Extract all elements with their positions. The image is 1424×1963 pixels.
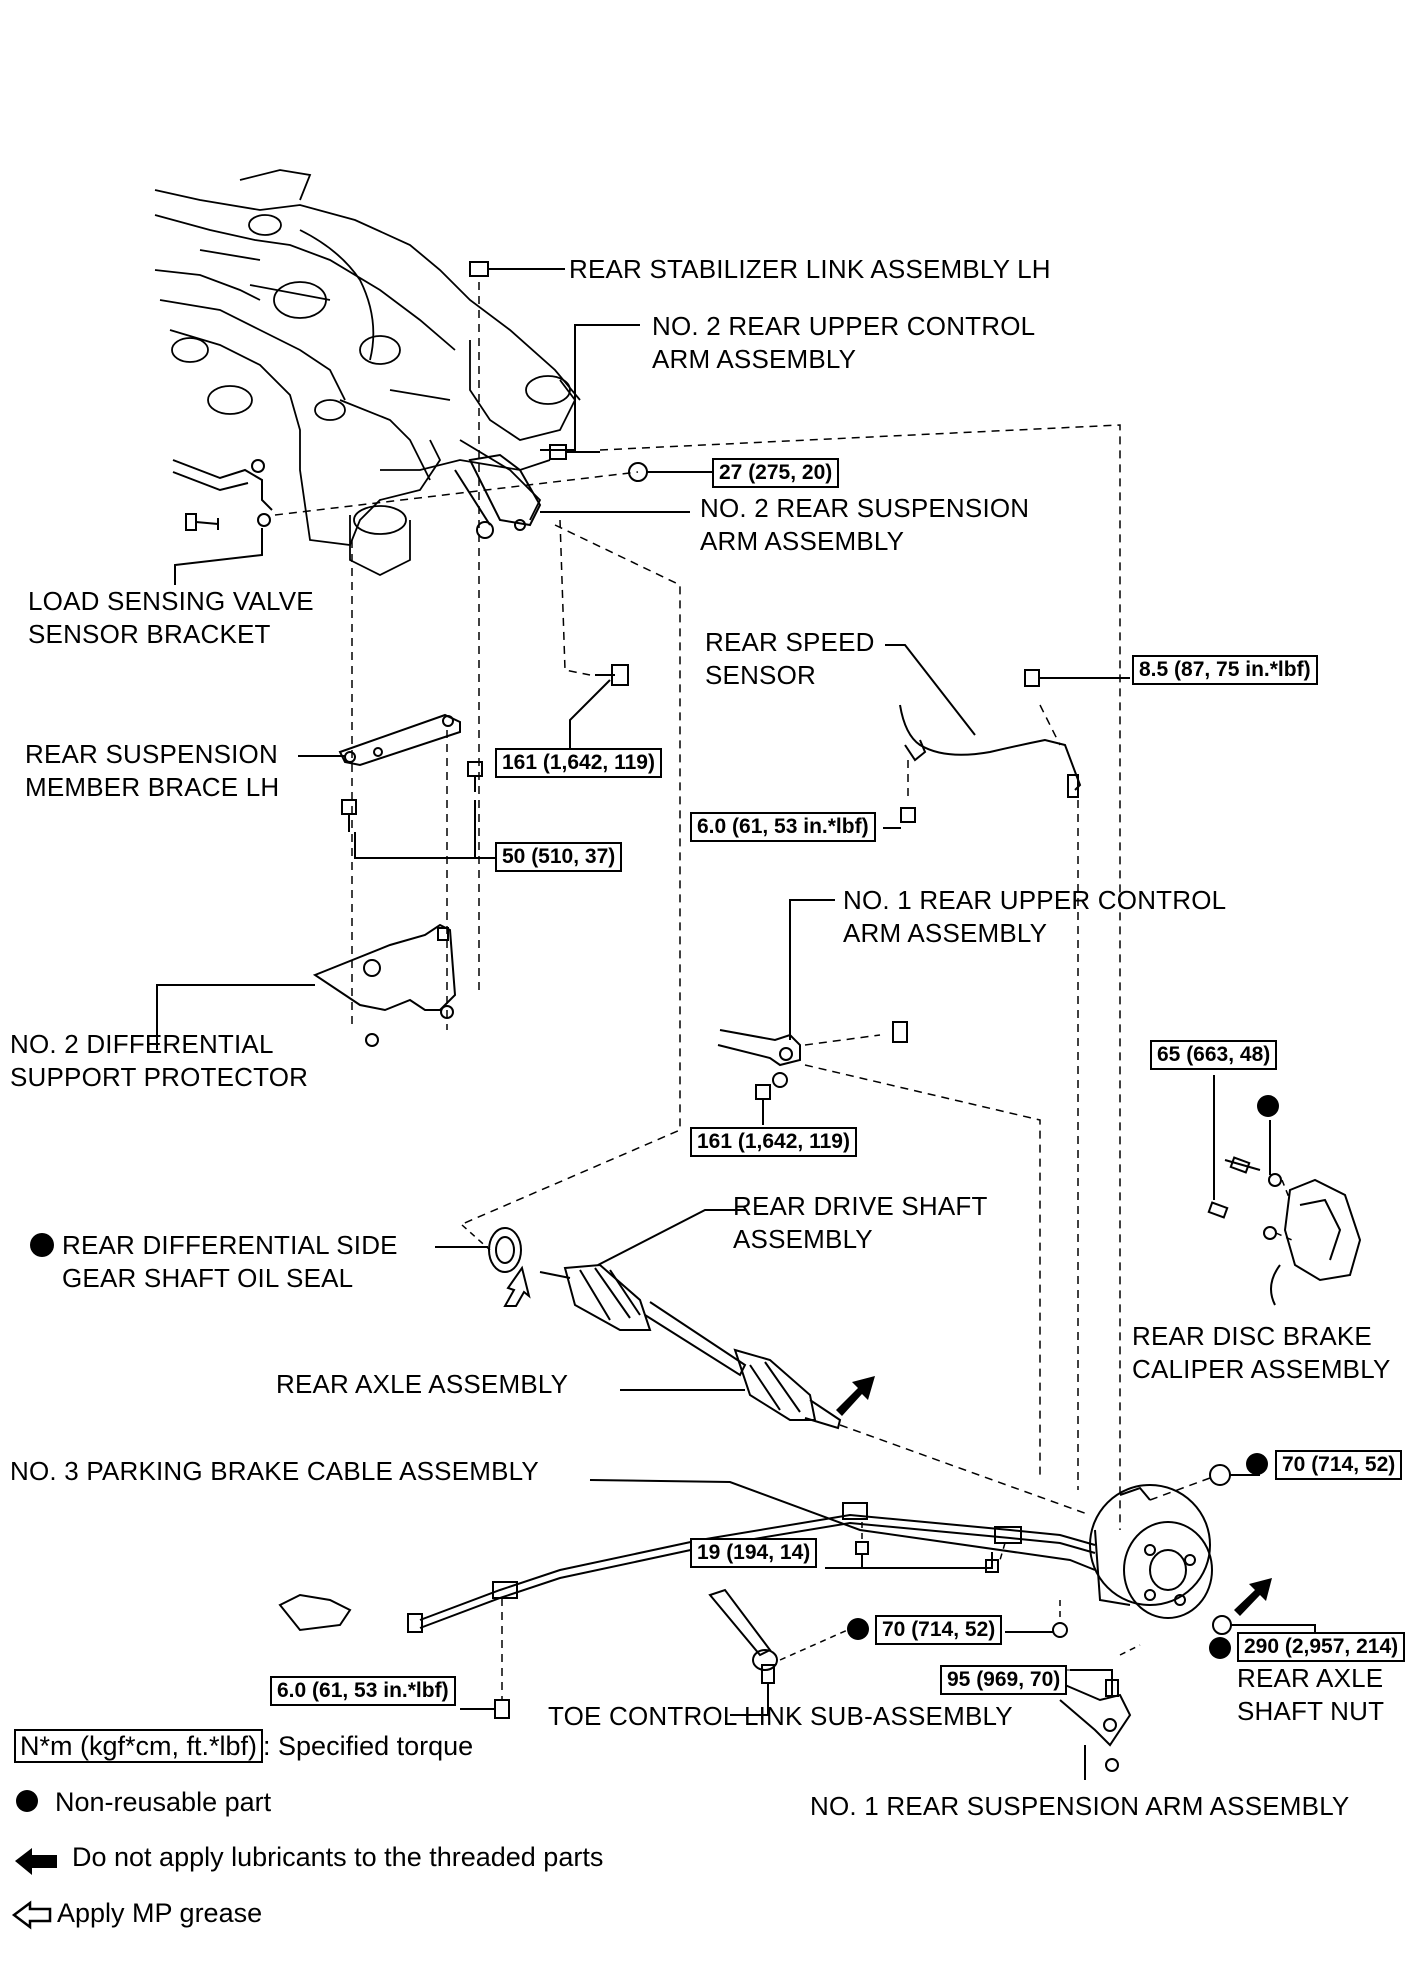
non-reusable-dot-icon	[1246, 1453, 1268, 1475]
label-oil-seal: REAR DIFFERENTIAL SIDE GEAR SHAFT OIL SE…	[62, 1230, 398, 1293]
upper-control-arm-illustration	[717, 1029, 801, 1088]
torque-box: 27 (275, 20)	[712, 458, 840, 488]
label-rear-speed-sensor: REAR SPEED SENSOR	[705, 627, 875, 690]
suspension-member-illustration	[154, 169, 581, 577]
label-diff-support-protector: NO. 2 DIFFERENTIAL SUPPORT PROTECTOR	[10, 1029, 309, 1092]
label-no2-upper-control-arm: NO. 2 REAR UPPER CONTROL ARM ASSEMBLY	[652, 311, 1036, 374]
torque-box: 19 (194, 14)	[690, 1538, 818, 1568]
label-rear-axle: REAR AXLE ASSEMBLY	[276, 1369, 569, 1399]
torque-box: 6.0 (61, 53 in.*lbf)	[270, 1676, 456, 1706]
torque-box: 8.5 (87, 75 in.*lbf)	[1132, 655, 1318, 685]
torque-box: 70 (714, 52)	[1275, 1450, 1403, 1480]
legend-no-lube-arrow-icon	[15, 1848, 57, 1875]
oil-seal-illustration	[488, 1227, 522, 1273]
lower-arm-illustration	[1059, 1684, 1132, 1747]
parking-brake-cable-illustration	[278, 1502, 1096, 1633]
torque-box: 65 (663, 48)	[1150, 1040, 1278, 1070]
label-drive-shaft: REAR DRIVE SHAFT ASSEMBLY	[733, 1191, 988, 1254]
label-member-brace: REAR SUSPENSION MEMBER BRACE LH	[25, 739, 280, 802]
torque-box: 50 (510, 37)	[495, 842, 623, 872]
no-lube-arrow-icon	[836, 1376, 875, 1416]
mp-grease-arrow-icon	[503, 1265, 531, 1307]
axle-hub-illustration	[1089, 1484, 1213, 1619]
speed-sensor-illustration	[899, 704, 1082, 798]
non-reusable-dot-icon	[30, 1233, 54, 1257]
torque-box: 161 (1,642, 119)	[690, 1127, 857, 1157]
label-rear-stabilizer-link: REAR STABILIZER LINK ASSEMBLY LH	[569, 254, 1051, 284]
non-reusable-dot-icon	[1209, 1637, 1231, 1659]
non-reusable-dot-icon	[1257, 1095, 1279, 1117]
non-reusable-dot-icon	[847, 1618, 869, 1640]
stabilizer-nut	[469, 261, 489, 277]
legend-mp-grease: Apply MP grease	[57, 1898, 263, 1928]
label-no1-suspension-arm: NO. 1 REAR SUSPENSION ARM ASSEMBLY	[810, 1791, 1350, 1821]
legend-torque-text: : Specified torque	[263, 1731, 474, 1761]
toe-link-illustration	[708, 1588, 778, 1671]
torque-box: 6.0 (61, 53 in.*lbf)	[690, 812, 876, 842]
member-brace-illustration	[338, 713, 461, 767]
legend-torque: N*m (kgf*cm, ft.*lbf): Specified torque	[14, 1729, 473, 1763]
label-no2-suspension-arm: NO. 2 REAR SUSPENSION ARM ASSEMBLY	[700, 493, 1030, 556]
stabilizer-link-illustration	[172, 459, 273, 531]
label-parking-brake-cable: NO. 3 PARKING BRAKE CABLE ASSEMBLY	[10, 1456, 539, 1486]
drive-shaft-illustration	[539, 1263, 842, 1430]
legend-dot-icon	[16, 1790, 38, 1812]
legend-non-reusable: Non-reusable part	[55, 1787, 272, 1817]
label-brake-caliper: REAR DISC BRAKE CALIPER ASSEMBLY	[1132, 1321, 1391, 1384]
torque-box: 95 (969, 70)	[940, 1665, 1068, 1695]
legend-mp-grease-arrow-icon	[11, 1900, 52, 1930]
suspension-arm-illustration	[454, 453, 542, 539]
no-lube-arrow-icon	[1234, 1578, 1272, 1616]
label-toe-control-link: TOE CONTROL LINK SUB-ASSEMBLY	[548, 1701, 1013, 1731]
protector-illustration	[312, 923, 457, 1047]
brake-caliper-illustration	[1270, 1178, 1362, 1306]
legend-torque-unit: N*m (kgf*cm, ft.*lbf)	[14, 1729, 264, 1763]
torque-box: 290 (2,957, 214)	[1237, 1632, 1406, 1662]
label-axle-shaft-nut: REAR AXLE SHAFT NUT	[1237, 1663, 1385, 1726]
label-load-sensing-bracket: LOAD SENSING VALVE SENSOR BRACKET	[28, 586, 314, 649]
label-no1-upper-control-arm: NO. 1 REAR UPPER CONTROL ARM ASSEMBLY	[843, 885, 1227, 948]
torque-box: 161 (1,642, 119)	[495, 748, 662, 778]
torque-box: 70 (714, 52)	[875, 1615, 1003, 1645]
legend-no-lubricant: Do not apply lubricants to the threaded …	[72, 1842, 604, 1872]
